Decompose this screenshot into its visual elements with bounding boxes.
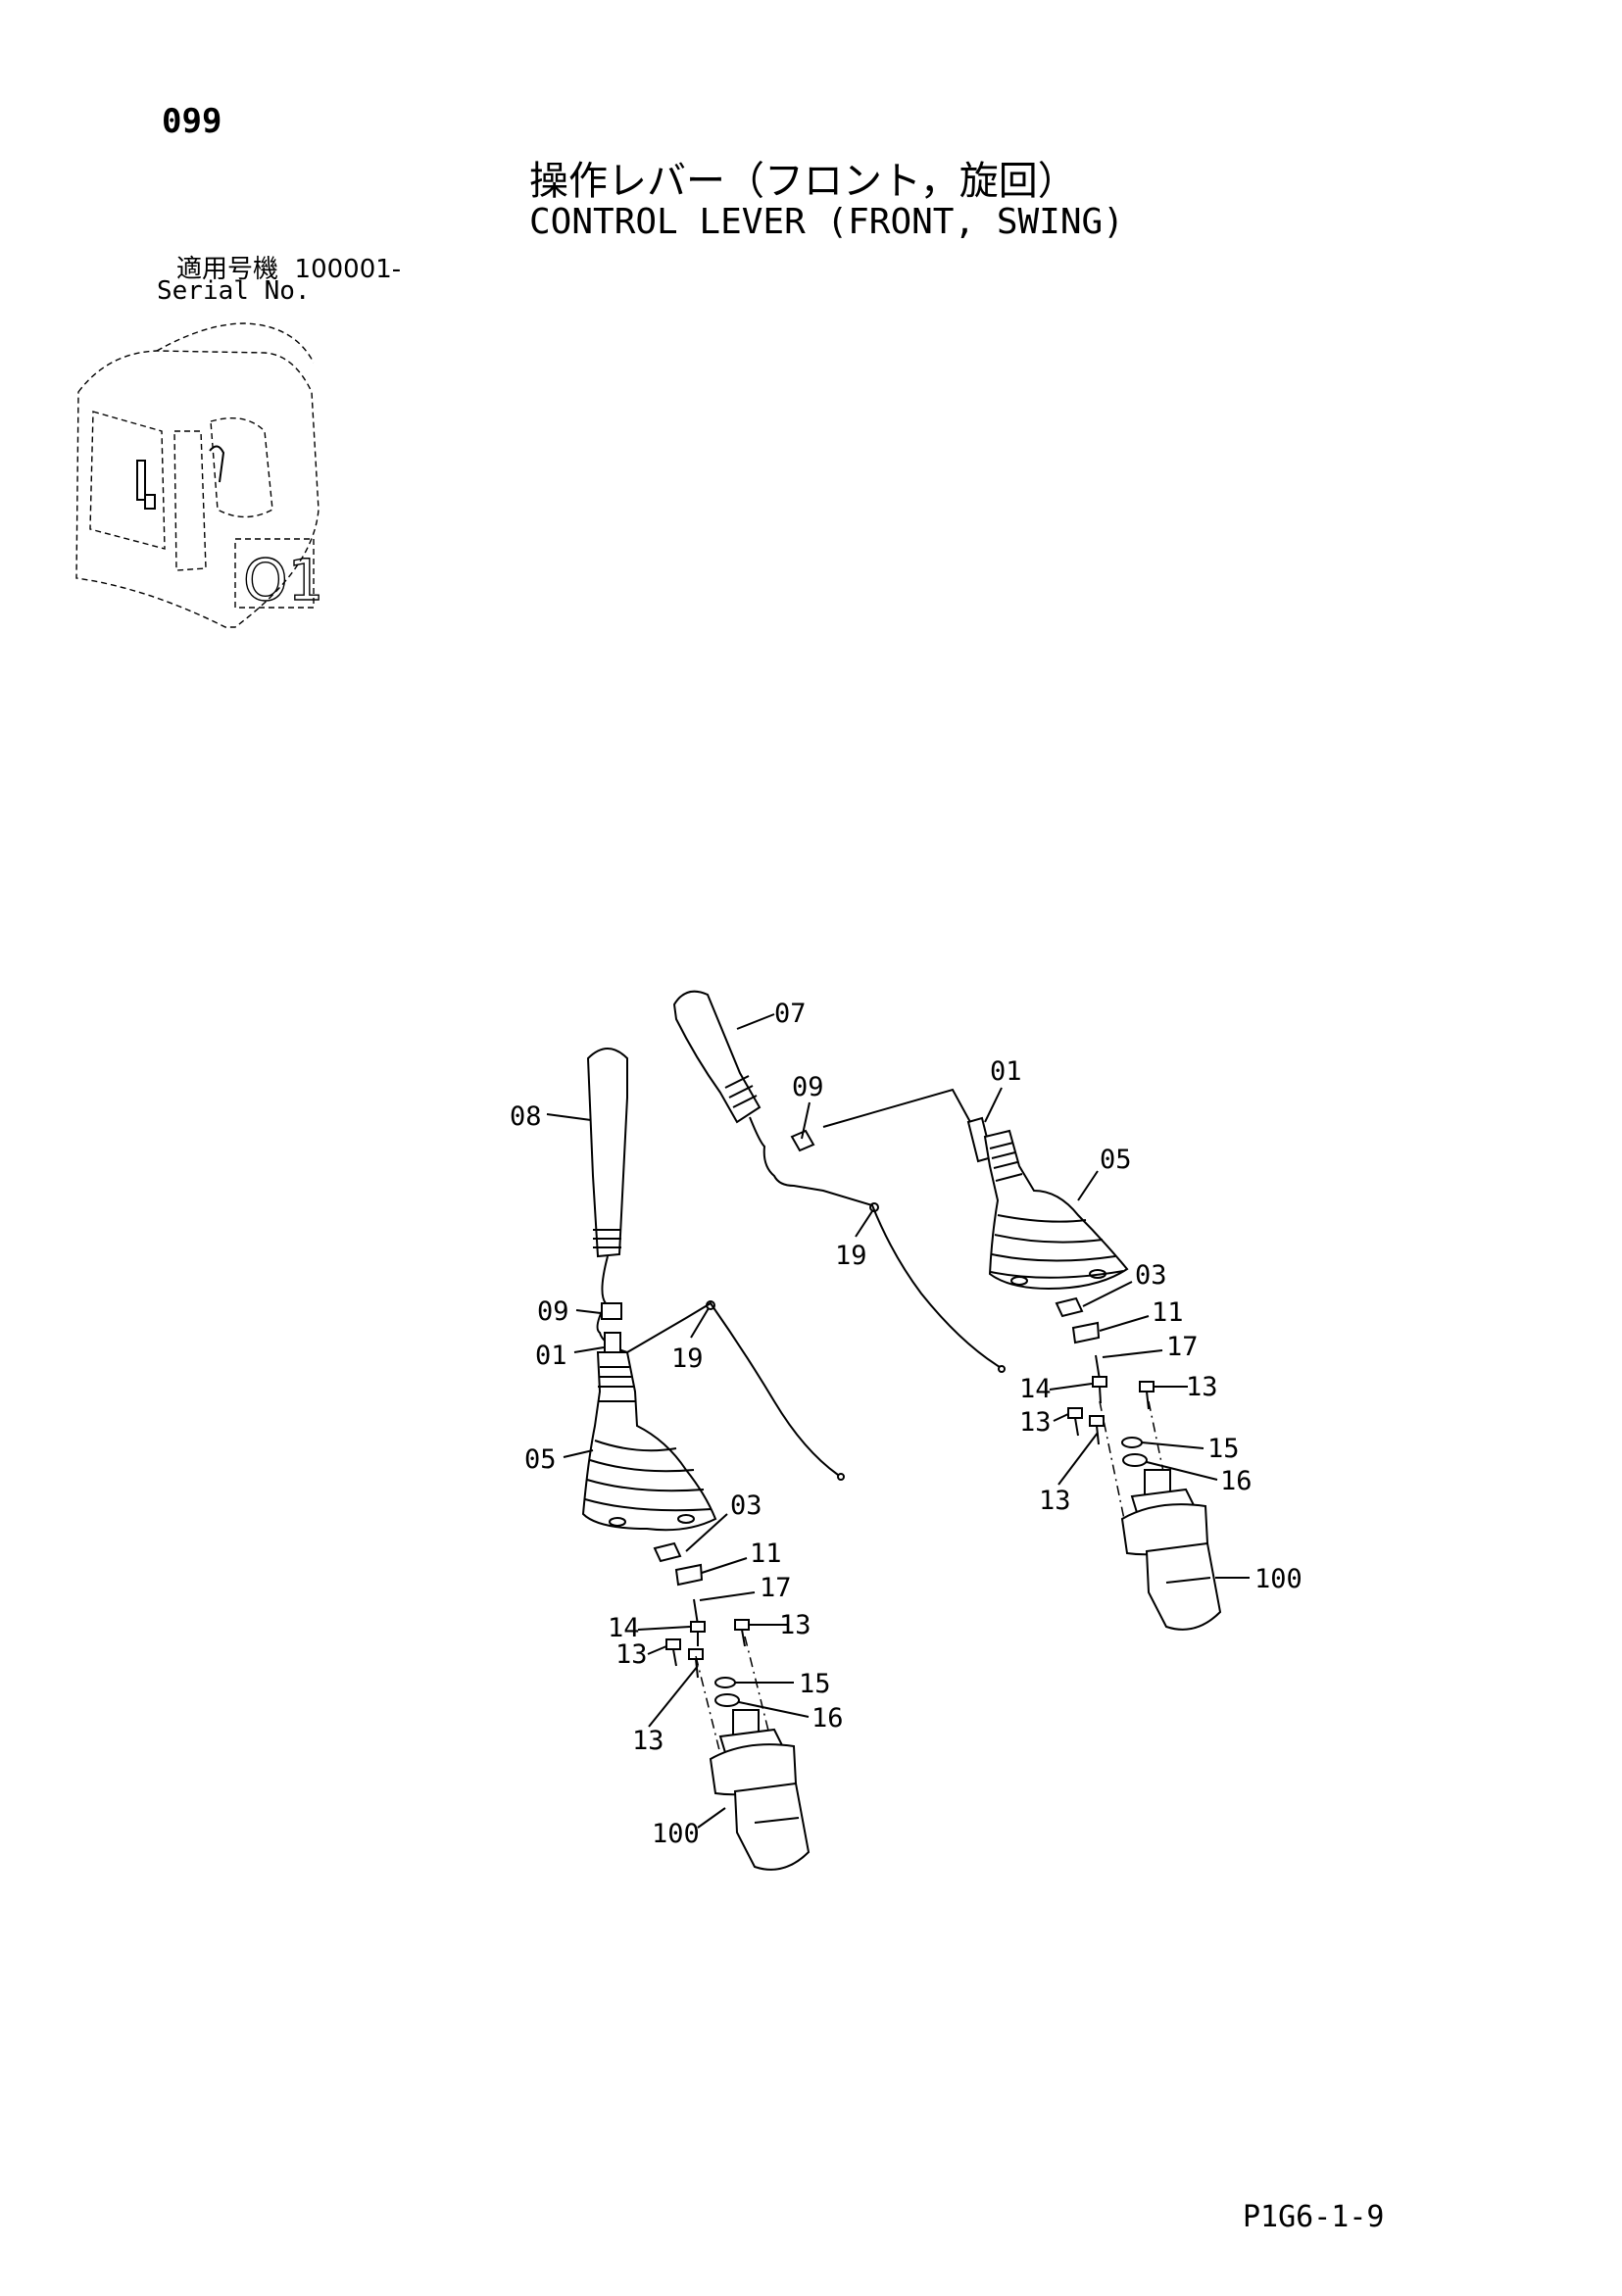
cab-location-view: O1 [75, 322, 324, 628]
callout-right-13c: 13 [1186, 1372, 1218, 1402]
title-japanese: 操作レバー（フロント，旋回） [529, 159, 1077, 204]
callout-left-19: 19 [671, 1343, 704, 1374]
callout-left-17: 17 [760, 1573, 792, 1603]
title-english: CONTROL LEVER (FRONT, SWING) [529, 202, 1124, 242]
callout-right-17: 17 [1166, 1332, 1199, 1362]
callout-left-100: 100 [652, 1819, 700, 1849]
right-lever-assembly [672, 990, 1222, 1631]
callout-right-13b: 13 [1039, 1486, 1071, 1516]
callout-left-01: 01 [535, 1341, 567, 1371]
callout-right-100: 100 [1254, 1564, 1303, 1594]
callout-right-11: 11 [1152, 1297, 1184, 1328]
callout-right-15: 15 [1207, 1434, 1240, 1464]
serial-value: 100001- [294, 255, 402, 284]
callout-left-15: 15 [799, 1669, 831, 1699]
callout-left-09: 09 [537, 1296, 569, 1327]
callout-left-13b: 13 [632, 1726, 664, 1756]
callout-left-11: 11 [750, 1539, 782, 1569]
callout-right-05: 05 [1100, 1145, 1132, 1175]
left-grip [586, 1048, 628, 1258]
callout-left-05: 05 [524, 1444, 557, 1475]
drawing-code: P1G6-1-9 [1243, 2200, 1385, 2234]
callout-left-16: 16 [811, 1703, 844, 1734]
callout-right-07: 07 [774, 999, 807, 1029]
callout-right-14: 14 [1019, 1374, 1052, 1404]
left-callouts: 08 09 01 19 05 03 11 17 14 13 13 13 15 1… [510, 1101, 844, 1849]
callout-left-03: 03 [730, 1490, 762, 1521]
callout-right-03: 03 [1135, 1260, 1167, 1291]
callout-right-13a: 13 [1019, 1407, 1052, 1438]
callout-left-14: 14 [608, 1613, 640, 1643]
callout-right-16: 16 [1220, 1466, 1253, 1496]
callout-right-19: 19 [835, 1241, 867, 1271]
callout-right-01: 01 [990, 1056, 1022, 1087]
right-callouts: 07 09 01 05 19 03 11 17 14 13 13 13 15 1… [736, 999, 1303, 1594]
callout-right-09: 09 [792, 1072, 824, 1102]
cab-badge: O1 [243, 547, 324, 613]
serial-label-jp: 適用号機 [176, 255, 279, 284]
callout-left-13a: 13 [615, 1639, 648, 1670]
callout-left-08: 08 [510, 1101, 542, 1132]
serial-row-japanese: 適用号機 100001- [176, 249, 401, 285]
left-lever-assembly [581, 1048, 845, 1871]
serial-label-english: Serial No. [157, 276, 311, 306]
right-grip [672, 990, 762, 1124]
page-number: 099 [162, 102, 222, 141]
callout-left-13c: 13 [779, 1610, 811, 1640]
